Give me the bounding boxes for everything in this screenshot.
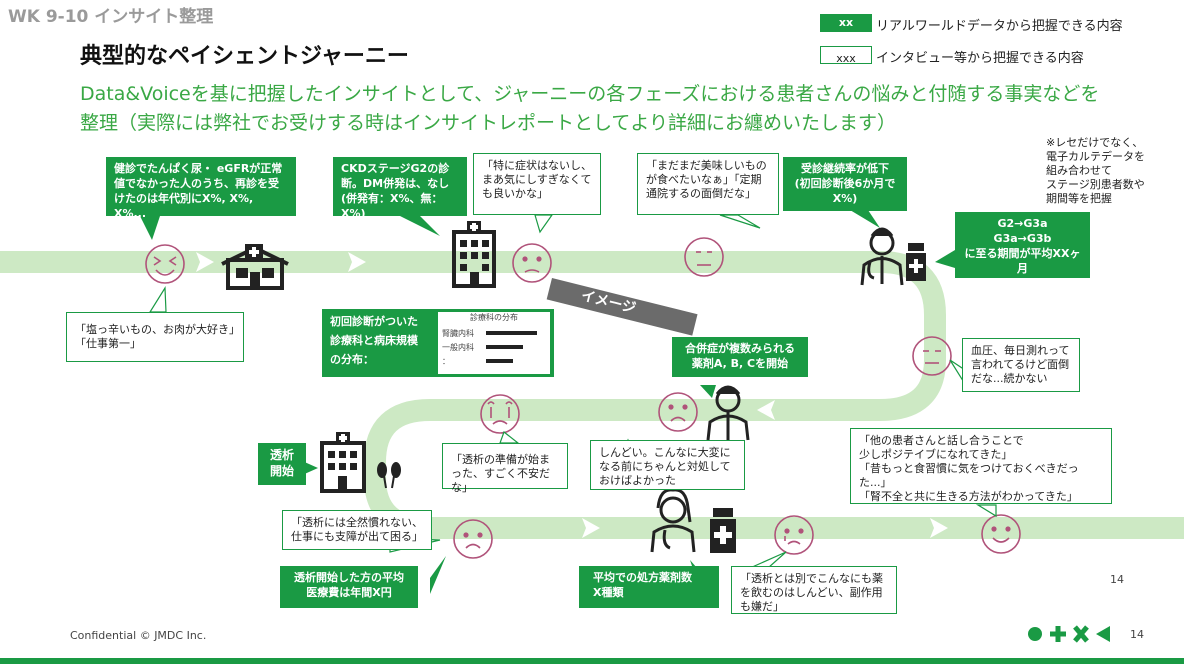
mini-chart-row: ： <box>442 356 550 368</box>
road-fade <box>0 251 120 273</box>
insight-box-checkup: 健診でたんぱく尿・ eGFRが正常値でなかった人のうち、再診を受けたのは年代別に… <box>106 157 296 220</box>
cross-mark-icon <box>1073 625 1089 643</box>
confidential-notice: Confidential © JMDC Inc. <box>70 629 207 642</box>
face-icons <box>145 237 1021 559</box>
mini-chart-bar <box>486 359 513 363</box>
footer-bar <box>0 658 1184 664</box>
insight-box-retention: 受診継続率が低下 (初回診断後6か月でX%) <box>783 157 907 211</box>
triangle-mark-icon <box>1096 626 1110 642</box>
mini-chart-title: 診療科の分布 <box>470 313 518 322</box>
worried-face-icon <box>453 519 493 559</box>
circle-mark-icon <box>1028 627 1042 641</box>
insight-box-medical-cost: 透析開始した方の平均 医療費は年間X円 <box>280 566 418 608</box>
mini-chart-label: 腎臓内科 <box>442 329 474 338</box>
voice-box-lifestyle: 「塩っ辛いもの、お肉が大好き」「仕事第一」 <box>66 312 244 362</box>
insight-box-complications: 合併症が複数みられる 薬剤A, B, Cを開始 <box>672 337 808 377</box>
image-label-band <box>546 278 698 336</box>
data-source-note: ※レセだけでなく、電子カルテデータを組み合わせて ステージ別患者数や期間等を把握 <box>1046 136 1145 205</box>
mini-chart-row: 腎臓内科 <box>442 328 550 340</box>
laughing-face-icon <box>145 244 185 284</box>
kidney-icon <box>377 462 401 489</box>
insight-box-progression: G2→G3a G3a→G3b に至る期間が平均XXヶ月 <box>955 212 1090 278</box>
mini-chart-panel: 診療科の分布 腎臓内科一般内科 ： <box>438 312 550 374</box>
doctor-icon-2 <box>706 385 750 441</box>
road-chevrons <box>196 252 948 538</box>
insight-box-dialysis-start: 透析 開始 <box>258 443 306 485</box>
legend-white-text: インタビュー等から把握できる内容 <box>876 51 1084 66</box>
medicine-bottle-icon-2 <box>710 508 736 553</box>
voice-box-no-symptoms: 「特に症状はないし、まあ気にしすぎなくても良いかな」 <box>473 153 601 215</box>
insight-box-prescriptions: 平均での処方薬剤数 X種類 <box>579 566 719 608</box>
sad-face-icon <box>658 392 698 432</box>
voice-box-peer-support: 「他の患者さんと話し合うことで 少しポジテイブになれてきた」 「昔もっと食習慣に… <box>850 428 1112 504</box>
brand-marks <box>1028 625 1110 643</box>
medicine-bottle-icon <box>906 243 926 281</box>
legend-green-text: リアルワールドデータから把握できる内容 <box>876 19 1123 34</box>
page-number: 14 <box>1130 628 1144 641</box>
clinic-icon <box>221 244 289 290</box>
voice-box-dialysis-work: 「透析には全然慣れない、 仕事にも支障が出て困る」 <box>282 510 432 550</box>
crying-face-icon <box>480 394 520 434</box>
voice-box-dialysis-anxiety: 「透析の準備が始まった、すごく不安だな」 <box>442 443 568 494</box>
mini-chart-label: ： <box>442 357 450 366</box>
mini-chart-bar <box>486 331 537 335</box>
voice-box-blood-pressure: 血圧、毎日測れって言われてるけど面倒だな...続かない <box>962 338 1080 392</box>
mini-chart-label: 一般内科 <box>442 343 474 352</box>
plus-mark-icon <box>1050 626 1066 642</box>
journey-road <box>0 251 1184 539</box>
flat-face-icon <box>684 237 724 277</box>
smile-face-icon <box>981 514 1021 554</box>
page-title: 典型的なペイシェントジャーニー <box>80 44 409 69</box>
hospital-icon <box>452 221 496 288</box>
page-subtitle: Data&Voiceを基に把握したインサイトとして、ジャーニーの各フェーズにおけ… <box>80 83 1100 134</box>
tearful-face-icon <box>774 515 814 555</box>
voice-box-side-effects: 「透析とは別でこんなにも薬を飲むのはしんどい、副作用も嫌だ」 <box>731 566 897 614</box>
legend-green-swatch: xx <box>820 14 872 32</box>
doctor-icon <box>860 227 904 286</box>
voice-box-regret: しんどい。こんなに大変になる前にちゃんと対処しておけばよかった <box>590 440 745 490</box>
bored-face-icon <box>912 336 952 376</box>
section-title: WK 9-10 インサイト整理 <box>8 7 214 27</box>
inner-page-number: 14 <box>1110 573 1124 586</box>
hospital-icon-2 <box>320 432 366 493</box>
voice-box-food: 「まだまだ美味しいものが食べたいなぁ」「定期通院するの面倒だな」 <box>637 153 779 215</box>
legend-white-swatch: xxx <box>820 46 872 65</box>
neutral-face-icon <box>512 243 552 283</box>
mini-chart-bar <box>486 345 523 349</box>
mini-chart-row: 一般内科 <box>442 342 550 354</box>
insight-box-ckd-stage: CKDステージG2の診断。DM併発は、なし(併発有：X%、無：X%) <box>333 157 467 216</box>
